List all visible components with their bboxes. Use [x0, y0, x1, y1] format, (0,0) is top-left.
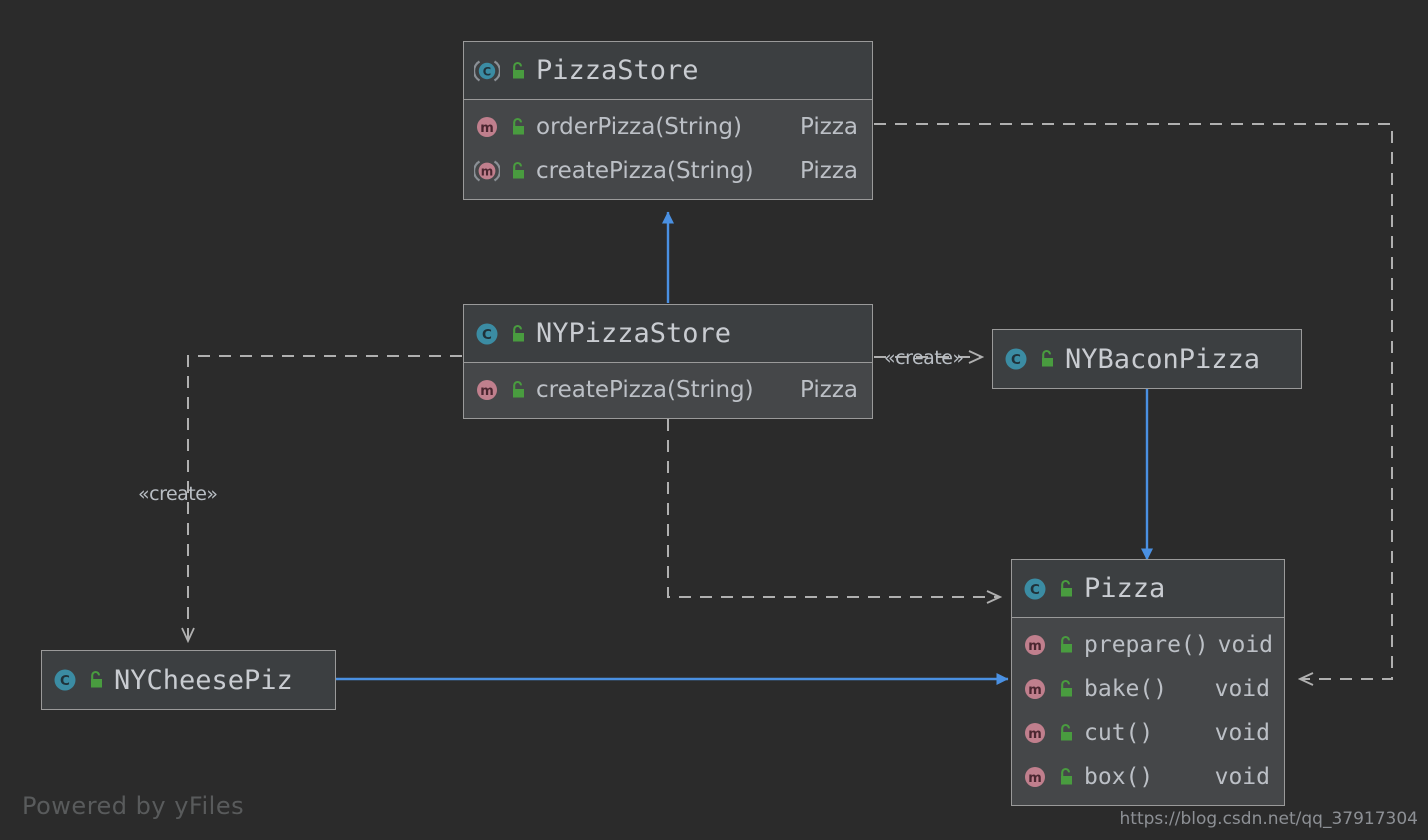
method-icon: m — [1025, 723, 1045, 743]
svg-text:m: m — [1028, 683, 1042, 698]
class-members-pizzastore: m orderPizza(String) Pizza m — [464, 100, 872, 199]
member-row[interactable]: m cut() void — [1022, 711, 1270, 755]
edge-label-create-left: «create» — [138, 483, 218, 505]
svg-text:m: m — [1028, 727, 1042, 742]
edge-create-nypizzastore-nycheesepiz — [188, 355, 462, 641]
abstract-class-icon: C — [474, 60, 500, 81]
class-icon: C — [476, 323, 498, 344]
unlock-icon — [91, 671, 102, 688]
member-signature: createPizza(String) — [536, 158, 754, 184]
member-type: Pizza — [800, 158, 858, 184]
unlock-icon — [513, 118, 524, 135]
svg-text:m: m — [480, 121, 494, 136]
member-type: void — [1214, 720, 1270, 746]
class-header-nypizzastore: C NYPizzaStore — [464, 305, 872, 363]
unlock-icon — [1061, 724, 1072, 741]
member-type: void — [1214, 676, 1270, 702]
member-row[interactable]: m box() void — [1022, 755, 1270, 799]
class-header-nycheesepiz: C NYCheesePiz — [42, 651, 335, 709]
svg-text:C: C — [60, 673, 70, 689]
method-icon: m — [1025, 767, 1045, 787]
member-row[interactable]: m createPizza(String) Pizza — [474, 368, 858, 412]
member-type: Pizza — [800, 114, 858, 140]
svg-text:m: m — [1028, 771, 1042, 786]
svg-text:C: C — [1011, 352, 1021, 368]
class-name-nybaconpizza: NYBaconPizza — [1065, 343, 1261, 375]
member-row[interactable]: m prepare() void — [1022, 623, 1274, 667]
class-icon: C — [54, 669, 76, 691]
yfiles-attribution: Powered by yFiles — [22, 792, 245, 820]
class-node-nycheesepiz[interactable]: C NYCheesePiz — [41, 650, 336, 710]
svg-text:C: C — [482, 327, 492, 343]
class-node-pizza[interactable]: C Pizza m prepare() void — [1011, 559, 1285, 806]
member-signature: bake() — [1084, 676, 1168, 702]
unlock-icon — [513, 162, 524, 179]
edge-label-create-right: «create» — [884, 347, 964, 369]
unlock-icon — [1042, 350, 1053, 367]
class-members-nypizzastore: m createPizza(String) Pizza — [464, 363, 872, 418]
unlock-icon — [1061, 579, 1072, 596]
class-header-pizzastore: C PizzaStore — [464, 42, 872, 100]
member-signature: orderPizza(String) — [536, 114, 742, 140]
member-signature: cut() — [1084, 720, 1154, 746]
class-header-pizza: C Pizza — [1012, 560, 1284, 618]
method-icon: m — [477, 380, 497, 400]
member-signature: prepare() — [1084, 632, 1209, 658]
member-type: void — [1217, 632, 1274, 658]
class-node-pizzastore[interactable]: C PizzaStore m orderPizza(String) Pizza — [463, 41, 873, 200]
member-signature: createPizza(String) — [536, 377, 754, 403]
member-type: void — [1214, 764, 1270, 790]
method-icon: m — [1025, 679, 1045, 699]
class-icon: C — [1024, 578, 1046, 599]
unlock-icon — [513, 381, 524, 398]
svg-text:m: m — [481, 164, 494, 178]
abstract-method-icon: m — [474, 160, 500, 182]
blog-watermark: https://blog.csdn.net/qq_37917304 — [1119, 809, 1418, 829]
member-type: Pizza — [800, 377, 858, 403]
edge-dep-nypizzastore-pizza — [667, 419, 1000, 597]
method-icon: m — [477, 117, 497, 137]
member-row[interactable]: m bake() void — [1022, 667, 1270, 711]
member-row[interactable]: m orderPizza(String) Pizza — [474, 105, 858, 149]
svg-text:m: m — [1028, 639, 1042, 654]
unlock-icon — [1061, 636, 1072, 653]
unlock-icon — [513, 324, 524, 341]
class-node-nybaconpizza[interactable]: C NYBaconPizza — [992, 329, 1302, 389]
class-icon: C — [1005, 348, 1027, 370]
svg-text:C: C — [483, 64, 491, 78]
class-node-nypizzastore[interactable]: C NYPizzaStore m createPizza(String) Piz… — [463, 304, 873, 419]
svg-text:m: m — [480, 384, 494, 399]
class-name-pizzastore: PizzaStore — [536, 55, 699, 86]
unlock-icon — [1061, 768, 1072, 785]
class-name-pizza: Pizza — [1084, 573, 1166, 604]
method-icon: m — [1025, 635, 1045, 655]
unlock-icon — [1061, 680, 1072, 697]
class-header-nybaconpizza: C NYBaconPizza — [993, 330, 1301, 388]
class-members-pizza: m prepare() void m bake() — [1012, 618, 1284, 805]
svg-text:C: C — [1030, 582, 1040, 598]
member-row[interactable]: m createPizza(String) Pizza — [474, 149, 858, 193]
class-name-nycheesepiz: NYCheesePiz — [114, 664, 293, 696]
unlock-icon — [513, 61, 524, 78]
member-signature: box() — [1084, 764, 1154, 790]
class-name-nypizzastore: NYPizzaStore — [536, 318, 732, 349]
